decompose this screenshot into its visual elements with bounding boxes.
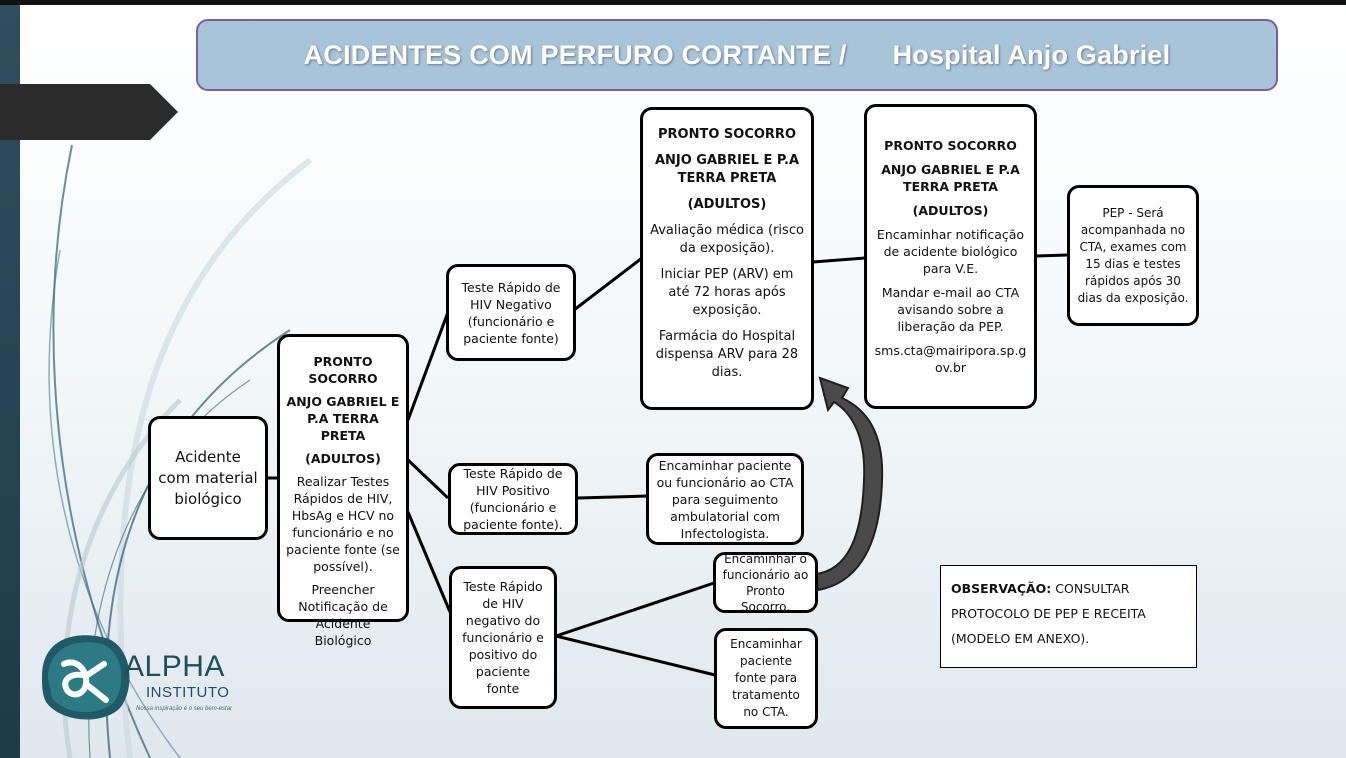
ps-notif-adultos: (ADULTOS) bbox=[912, 203, 989, 218]
ps-main-unit: ANJO GABRIEL E P.A TERRA PRETA bbox=[286, 394, 400, 443]
ps-notif-title: PRONTO SOCORRO bbox=[884, 138, 1017, 153]
title-left: ACIDENTES COM PERFURO CORTANTE / bbox=[303, 39, 847, 70]
ps-pep-avaliacao: Avaliação médica (risco da exposição). bbox=[650, 223, 804, 256]
ps-main-adultos: (ADULTOS) bbox=[305, 451, 381, 466]
alpha-logo-icon bbox=[42, 635, 130, 720]
title-right: Hospital Anjo Gabriel bbox=[892, 39, 1171, 70]
ps-pep-iniciar: Iniciar PEP (ARV) em até 72 horas após e… bbox=[660, 267, 794, 318]
ps-main-title: PRONTO SOCORRO bbox=[308, 354, 378, 386]
title-banner: ACIDENTES COM PERFURO CORTANTE / Hospita… bbox=[196, 19, 1278, 91]
pep-text: PEP - Será acompanhada no CTA, exames co… bbox=[1077, 205, 1189, 305]
node-pep-acompanhamento: PEP - Será acompanhada no CTA, exames co… bbox=[1067, 185, 1199, 326]
node-encaminhar-cta: Encaminhar paciente ou funcionário ao CT… bbox=[646, 453, 804, 545]
encaminhar-fonte-text: Encaminhar paciente fonte para tratament… bbox=[730, 637, 802, 719]
observacao-text1: CONSULTAR bbox=[1055, 581, 1130, 596]
link-pspep-notif bbox=[812, 256, 866, 264]
teste-misto-text: Teste Rápido de HIV negativo do funcioná… bbox=[462, 579, 544, 696]
ps-notif-ve: Encaminhar notificação de acidente bioló… bbox=[876, 227, 1025, 276]
logo-tagline: Nossa inspiração é o seu bem-estar bbox=[136, 706, 233, 712]
node-teste-positivo: Teste Rápido de HIV Positivo (funcionári… bbox=[448, 463, 578, 535]
node-encaminhar-fonte: Encaminhar paciente fonte para tratament… bbox=[714, 628, 818, 729]
teste-positivo-text: Teste Rápido de HIV Positivo (funcionári… bbox=[463, 466, 563, 532]
ps-notif-address: sms.cta@mairipora.sp.gov.br bbox=[874, 343, 1027, 375]
observacao-text2: PROTOCOLO DE PEP E RECEITA bbox=[951, 606, 1146, 621]
link-misto-fonte bbox=[555, 634, 716, 677]
ps-pep-adultos: (ADULTOS) bbox=[687, 197, 767, 212]
ps-pep-farmacia: Farmácia do Hospital dispensa ARV para 2… bbox=[655, 329, 799, 380]
curved-arrow-to-pronto-socorro bbox=[814, 376, 884, 592]
logo-sub: INSTITUTO bbox=[146, 684, 230, 701]
node-teste-negativo: Teste Rápido de HIV Negativo (funcionári… bbox=[446, 264, 576, 361]
encaminhar-funcionario-text: Encaminhar o funcionário ao Pronto Socor… bbox=[722, 551, 809, 614]
node-pronto-socorro-pep: PRONTO SOCORRO ANJO GABRIEL E P.A TERRA … bbox=[640, 107, 814, 410]
left-sidebar-stripe bbox=[0, 5, 20, 758]
ps-notif-unit: ANJO GABRIEL E P.A TERRA PRETA bbox=[881, 162, 1020, 194]
link-ps-neg bbox=[406, 311, 450, 421]
top-border bbox=[0, 0, 1346, 5]
link-pos-cta bbox=[577, 494, 648, 500]
logo-name: ALPHA bbox=[124, 650, 225, 683]
node-acidente-text: Acidente com material biológico bbox=[158, 447, 258, 508]
link-ps-pos bbox=[406, 458, 450, 500]
node-acidente: Acidente com material biológico bbox=[148, 416, 268, 540]
observacao-text3: (MODELO EM ANEXO). bbox=[951, 631, 1090, 646]
teste-negativo-text: Teste Rápido de HIV Negativo (funcionári… bbox=[461, 279, 561, 346]
node-pronto-socorro-notificacao: PRONTO SOCORRO ANJO GABRIEL E P.A TERRA … bbox=[864, 104, 1037, 409]
ps-main-testes: Realizar Testes Rápidos de HIV, HbsAg e … bbox=[286, 474, 400, 574]
link-neg-pspep bbox=[573, 256, 643, 312]
dark-pointer-tab bbox=[0, 84, 178, 140]
node-pronto-socorro-testes: PRONTO SOCORRO ANJO GABRIEL E P.A TERRA … bbox=[277, 334, 409, 648]
link-ps-misto bbox=[406, 511, 452, 613]
node-encaminhar-funcionario: Encaminhar o funcionário ao Pronto Socor… bbox=[713, 551, 818, 614]
ps-pep-unit: ANJO GABRIEL E P.A TERRA PRETA bbox=[654, 153, 800, 186]
observacao-label: OBSERVAÇÃO: bbox=[951, 581, 1052, 596]
observacao-box: OBSERVAÇÃO: CONSULTAR PROTOCOLO DE PEP E… bbox=[940, 565, 1197, 668]
link-misto-func bbox=[555, 581, 715, 638]
link-notif-pep bbox=[1035, 253, 1069, 258]
ps-notif-email: Mandar e-mail ao CTA avisando sobre a li… bbox=[881, 285, 1020, 334]
ps-main-notificacao: Preencher Notificação de Acidente Biológ… bbox=[298, 582, 388, 648]
ps-pep-title: PRONTO SOCORRO bbox=[658, 127, 796, 142]
encaminhar-cta-text: Encaminhar paciente ou funcionário ao CT… bbox=[656, 457, 794, 541]
node-teste-misto: Teste Rápido de HIV negativo do funcioná… bbox=[449, 566, 557, 709]
